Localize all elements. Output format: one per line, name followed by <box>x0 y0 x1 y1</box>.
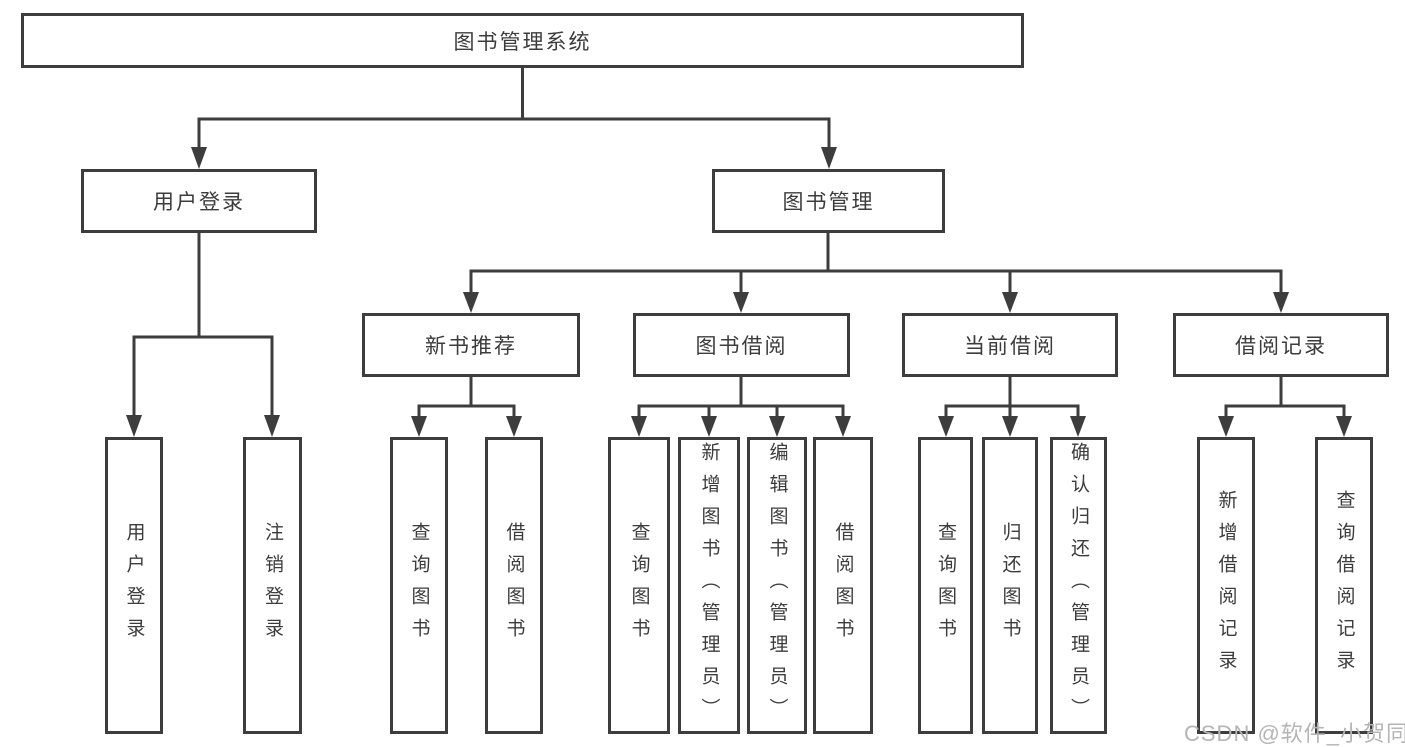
csdn-watermark: CSDN @软件_小贺同学 <box>1184 721 1405 746</box>
leaf-add-borrow-record: 新增借阅记录 <box>1197 437 1255 734</box>
node-user-login: 用户登录 <box>81 169 317 233</box>
leaf-add-book-admin: 新增图书（管理员） <box>678 437 740 734</box>
node-borrow-records: 借阅记录 <box>1173 313 1389 377</box>
leaf-edit-book-admin: 编辑图书（管理员） <box>747 437 807 734</box>
node-book-borrow: 图书借阅 <box>633 313 850 377</box>
connector-current-borrow-children <box>938 377 1086 437</box>
leaf-borrow-book: 借阅图书 <box>813 437 873 734</box>
node-book-management: 图书管理 <box>712 169 945 233</box>
leaf-recommend-borrow-book: 借阅图书 <box>485 437 543 734</box>
node-root-system: 图书管理系统 <box>21 13 1024 68</box>
connector-book-borrow-children <box>631 377 851 437</box>
node-current-borrow: 当前借阅 <box>902 313 1118 377</box>
leaf-current-query-book: 查询图书 <box>918 437 973 734</box>
connector-root-to-level2 <box>191 68 837 169</box>
leaf-confirm-return-admin: 确认归还（管理员） <box>1050 437 1107 734</box>
leaf-recommend-query-book: 查询图书 <box>390 437 448 734</box>
leaf-borrow-query-book: 查询图书 <box>608 437 670 734</box>
leaf-query-borrow-record: 查询借阅记录 <box>1315 437 1373 734</box>
leaf-user-login: 用户登录 <box>105 437 163 734</box>
leaf-logout: 注销登录 <box>243 437 302 734</box>
leaf-return-book: 归还图书 <box>982 437 1038 734</box>
connector-borrow-records-children <box>1218 377 1352 437</box>
connector-user-login-children <box>126 233 280 437</box>
connector-book-mgmt-children <box>463 233 1289 313</box>
node-new-book-recommend: 新书推荐 <box>362 313 580 377</box>
connector-new-books-children <box>411 377 522 437</box>
